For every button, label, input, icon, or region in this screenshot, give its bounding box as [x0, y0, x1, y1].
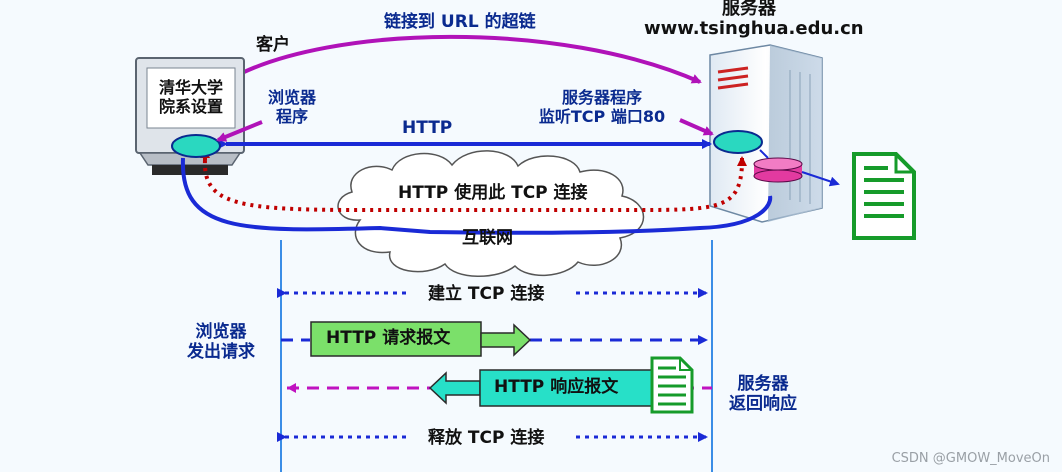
establish-tcp-label: 建立 TCP 连接	[428, 284, 545, 304]
server-program-line2: 监听TCP 端口80	[538, 107, 666, 127]
monitor-screen-text: 清华大学 院系设置	[147, 78, 235, 116]
request-box-arrow	[480, 323, 532, 357]
monitor-screen-line2: 院系设置	[158, 97, 223, 117]
internet-label: 互联网	[462, 228, 513, 248]
server-socket	[713, 130, 763, 154]
server-title: 服务器	[722, 0, 776, 19]
top-link-label: 链接到 URL 的超链	[384, 12, 536, 32]
server-response-line2: 返回响应	[729, 394, 797, 415]
hyperlink-arrow	[231, 34, 702, 84]
internet-cloud	[337, 150, 645, 277]
server-response-label: 服务器 返回响应	[718, 374, 808, 415]
server-program-arrow	[679, 118, 714, 136]
server-program-label: 服务器程序 监听TCP 端口80	[522, 88, 682, 126]
browser-request-line1: 浏览器	[195, 322, 247, 342]
browser-program-line2: 程序	[275, 107, 308, 127]
response-document-icon	[650, 356, 694, 414]
db-to-document-arrow	[801, 171, 840, 187]
browser-request-line2: 发出请求	[187, 342, 255, 363]
client-socket	[171, 134, 221, 158]
tcp-usage-label: HTTP 使用此 TCP 连接	[398, 183, 588, 203]
response-box-label: HTTP 响应报文	[494, 377, 619, 397]
release-tcp-label: 释放 TCP 连接	[428, 428, 545, 448]
document-icon	[852, 152, 916, 240]
tcp-connection-loop	[180, 157, 773, 235]
browser-program-label: 浏览器 程序	[256, 88, 328, 126]
server-database	[753, 157, 803, 183]
client-label: 客户	[256, 35, 290, 55]
browser-program-arrow	[216, 120, 263, 142]
browser-program-line1: 浏览器	[267, 88, 316, 107]
client-monitor	[135, 57, 245, 175]
browser-request-label: 浏览器 发出请求	[176, 322, 266, 363]
http-over-tcp-dotted	[202, 159, 744, 212]
request-box-label: HTTP 请求报文	[326, 328, 451, 348]
server-response-line1: 服务器	[737, 374, 789, 394]
request-box	[310, 321, 482, 357]
response-box-arrow	[428, 371, 481, 405]
watermark: CSDN @GMOW_MoveOn	[891, 451, 1050, 466]
http-label: HTTP	[402, 118, 453, 138]
monitor-screen-line1: 清华大学	[158, 78, 223, 97]
server-program-line1: 服务器程序	[561, 88, 642, 107]
server-domain: www.tsinghua.edu.cn	[644, 18, 864, 39]
